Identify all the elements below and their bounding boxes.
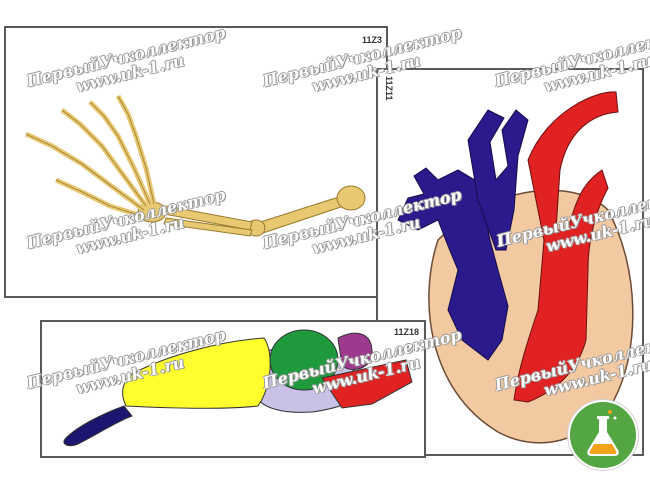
brain-card: 11Z18	[40, 320, 426, 458]
lab-badge	[568, 400, 638, 470]
card-code: 11Z11	[384, 76, 394, 101]
heart-illustration	[397, 91, 634, 444]
flask-icon	[587, 410, 619, 456]
card-code: 11Z18	[394, 327, 420, 337]
brain-illustration	[63, 329, 413, 447]
heart-card: 11Z11	[376, 68, 644, 456]
forelimb-skeleton-illustration	[24, 94, 366, 237]
card-code: 11Z3	[362, 35, 383, 45]
forelimb-skeleton-card: 11Z3	[4, 26, 388, 298]
